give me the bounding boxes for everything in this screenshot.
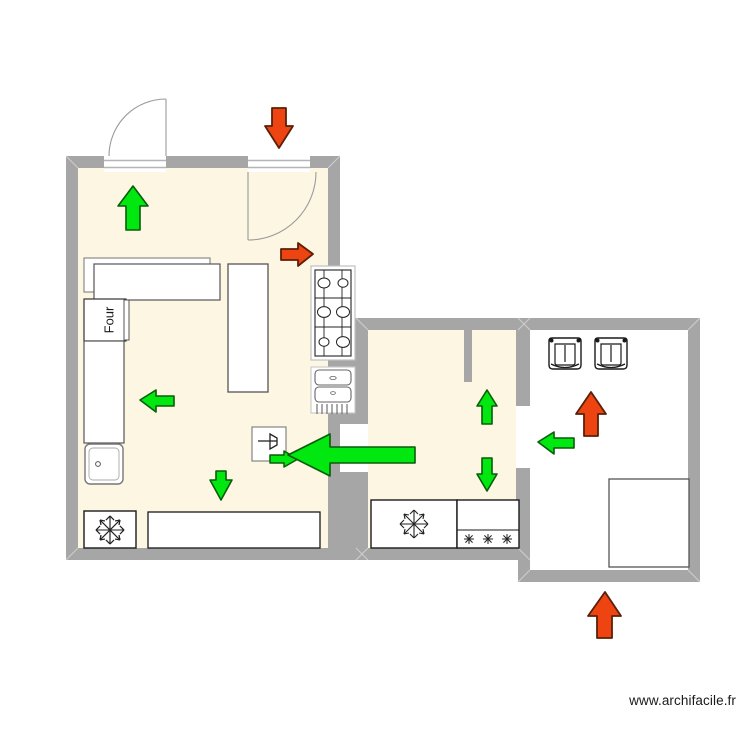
refrigerator[interactable] [83,510,137,549]
freezer-drawers[interactable] [456,499,520,549]
sink-small[interactable] [84,443,124,485]
doors-layer[interactable] [104,98,317,241]
freezer[interactable] [370,499,458,549]
arrow-green-down-kitchen[interactable] [209,470,233,501]
arrow-green-down-middle-room[interactable] [476,457,498,492]
arrow-green-long-left-passage[interactable] [287,433,416,477]
table[interactable] [608,478,690,568]
kitchen-door-left [104,98,167,172]
sink-double-with-drainboard[interactable] [310,366,356,414]
middle-room-furniture-layer[interactable] [370,499,520,549]
gas-cooktop[interactable] [310,265,356,361]
right-room-furniture-layer[interactable] [548,337,690,568]
tall-cabinet-center[interactable] [227,263,269,393]
arrow-green-left-right-room[interactable] [537,431,575,455]
arrow-green-up-kitchen-door[interactable] [117,185,149,231]
arrow-green-up-middle-room[interactable] [476,389,498,425]
upper-cabinet-run[interactable] [93,263,221,301]
middle-room-wall-stub [464,330,472,382]
arrow-red-right-kitchen[interactable] [280,242,314,267]
arrows-layer[interactable] [117,107,622,639]
base-cabinet-column[interactable] [83,340,125,444]
kitchen-door-right [247,156,317,241]
arrow-green-left-kitchen-mid[interactable] [139,389,175,413]
site-watermark: www.archifacile.fr [629,693,736,708]
right-room-jamb [518,380,530,384]
counter-run-bottom[interactable] [147,511,321,549]
oven-unit[interactable]: Four [83,298,130,342]
armchair-right[interactable] [594,337,628,370]
oven-label: Four [101,306,116,333]
arrow-red-up-right-room[interactable] [575,391,607,437]
arrow-red-down-entry[interactable] [264,107,294,149]
middle-to-right-passage [516,406,532,468]
armchair-left[interactable] [548,337,582,370]
arrow-red-up-entry-bottom[interactable] [587,591,622,639]
kitchen-furniture-layer[interactable]: Four [83,257,356,549]
